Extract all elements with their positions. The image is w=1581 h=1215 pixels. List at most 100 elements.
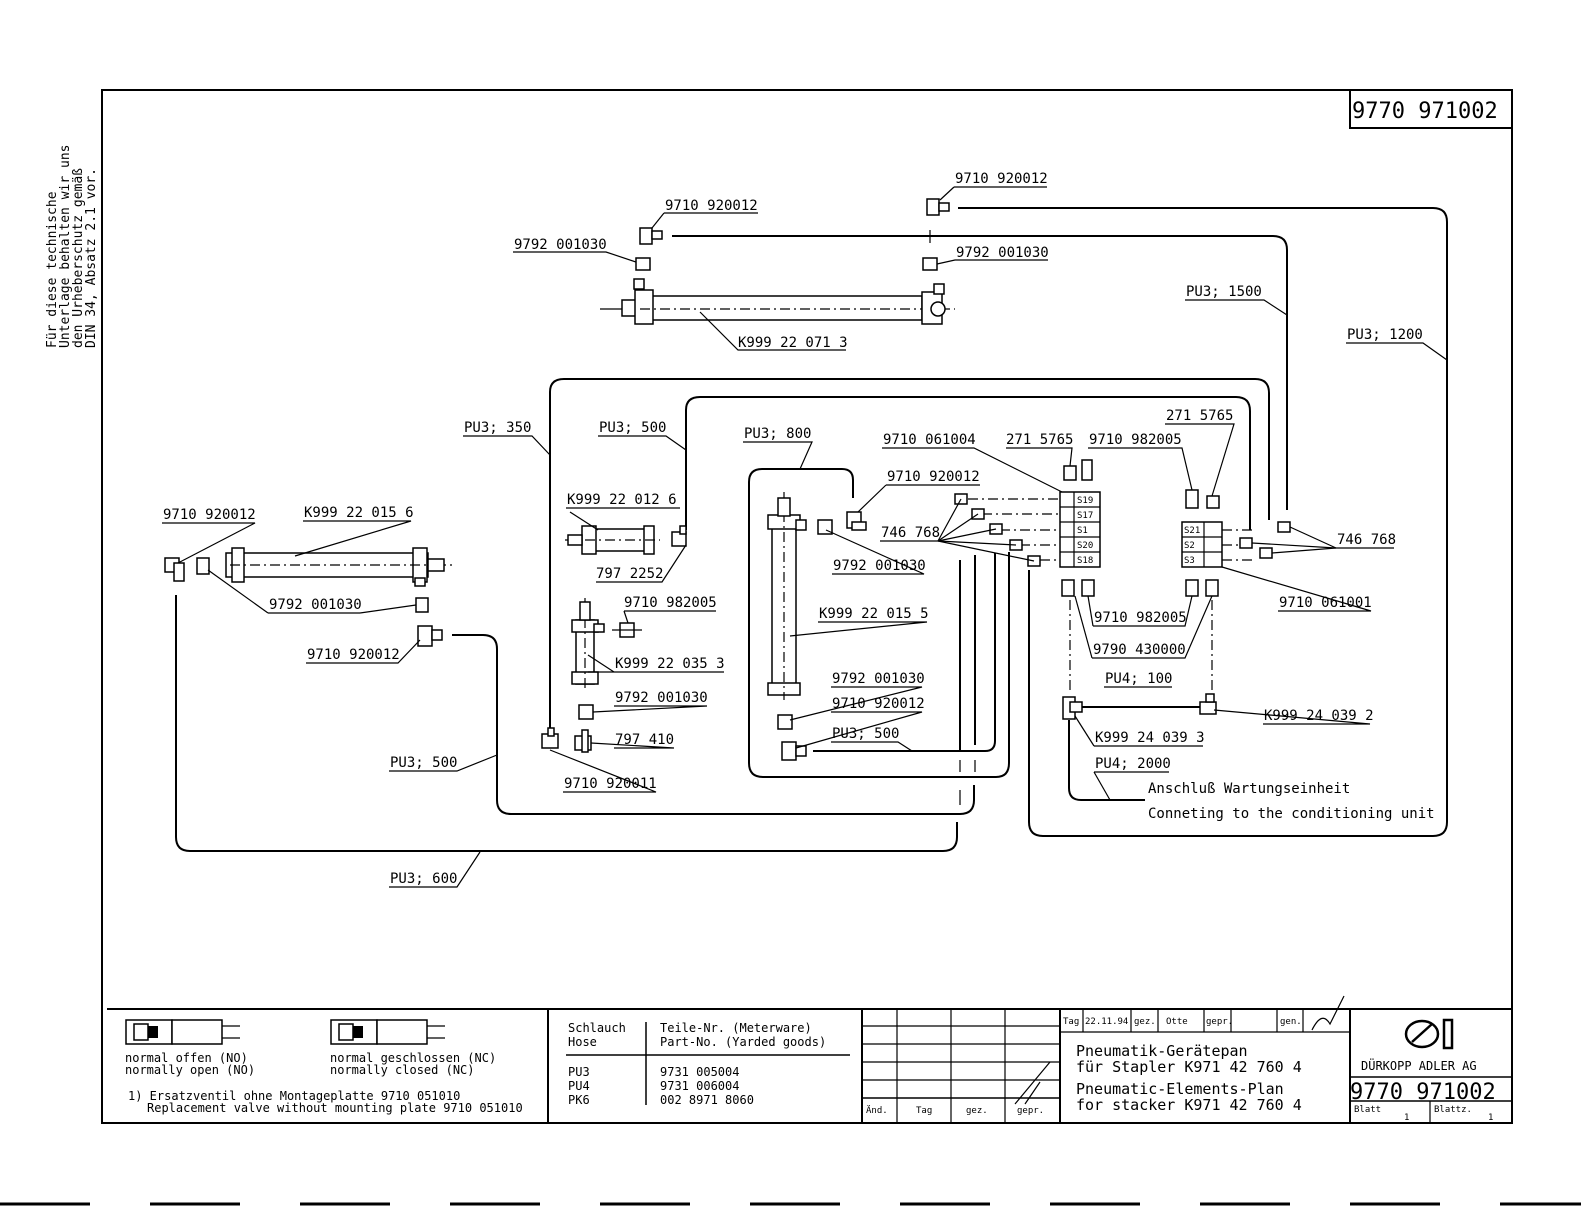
label-top-fitting-left: 9710 920012 — [665, 198, 758, 214]
cylinder-left — [225, 547, 452, 587]
label-fitting-center-low: 9710 920012 — [832, 696, 925, 712]
label-left-fitting-lower: 9710 920012 — [307, 647, 400, 663]
company-name: DÜRKOPP ADLER AG — [1361, 1057, 1477, 1073]
label-part-746768-right: 746 768 — [1337, 532, 1396, 548]
legend-note-en: Replacement valve without mounting plate… — [147, 1101, 523, 1115]
label-pu3-1500: PU3; 1500 — [1186, 284, 1262, 300]
label-silencer-center: 9792 001030 — [833, 558, 926, 574]
title-header-row — [1060, 995, 1350, 1033]
fitting-center-low — [781, 741, 807, 761]
title-de-line-1: Pneumatik-Gerätepan — [1076, 1042, 1248, 1060]
title-gez-label: gez. — [1134, 1017, 1156, 1027]
hose-row-1-part: 9731 005004 — [660, 1065, 739, 1079]
sheets-value: 1 — [1488, 1113, 1493, 1123]
title-en-line-2: for stacker K971 42 760 4 — [1076, 1096, 1302, 1114]
title-gen-label: gen. — [1280, 1017, 1302, 1027]
label-cyl-0353: K999 22 035 3 — [615, 656, 725, 672]
drawing-number-box — [1349, 89, 1513, 129]
silencer-left — [196, 557, 210, 575]
copyright-line-4: DIN 34, Absatz 2.1 vor. — [84, 168, 99, 348]
label-part-2715765-a: 271 5765 — [1006, 432, 1073, 448]
hose-row-3-part: 002 8971 8060 — [660, 1093, 754, 1107]
sheet-label: Blatt — [1354, 1105, 1381, 1115]
label-cyl-0155: K999 22 015 5 — [819, 606, 929, 622]
label-left-fitting: 9710 920012 — [163, 507, 256, 523]
label-pu3-500-a: PU3; 500 — [599, 420, 666, 436]
label-silencer-center-low: 9792 001030 — [832, 671, 925, 687]
sheet-value: 1 — [1404, 1113, 1409, 1123]
valve-block-left: S19 S17 S1 S20 S18 — [1059, 491, 1101, 568]
label-part-797410: 797 410 — [615, 732, 674, 748]
label-pu3-500-b: PU3; 500 — [390, 755, 457, 771]
title-drawn-by: Otte — [1166, 1017, 1188, 1027]
legend-nc-en: normally closed (NC) — [330, 1063, 475, 1077]
label-valve-982005-low: 9710 982005 — [1094, 610, 1187, 626]
valve-982005-mid — [612, 622, 642, 638]
silencer-left-2 — [415, 597, 429, 613]
label-pu4-2000: PU4; 2000 — [1095, 756, 1171, 772]
label-fitting-920011: 9710 920011 — [564, 776, 657, 792]
legend-no-symbol — [125, 1019, 240, 1045]
valve-s21: S21 — [1184, 526, 1200, 536]
hose-col2-en: Part-No. (Yarded goods) — [660, 1035, 826, 1049]
hose-row-2-part: 9731 006004 — [660, 1079, 739, 1093]
label-pu3-1200: PU3; 1200 — [1347, 327, 1423, 343]
legend-no-de: normal offen (NO) — [125, 1051, 248, 1065]
sheets-label: Blattz. — [1434, 1105, 1472, 1115]
hose-col2-de: Teile-Nr. (Meterware) — [660, 1021, 812, 1035]
label-conditioning-de: Anschluß Wartungseinheit — [1148, 781, 1350, 797]
revision-col-checked: gepr. — [1017, 1106, 1044, 1116]
title-tag-label: Tag — [1063, 1017, 1079, 1027]
label-valve-061004: 9710 061004 — [883, 432, 976, 448]
label-pu4-100: PU4; 100 — [1105, 671, 1172, 687]
revision-col-day: Tag — [916, 1106, 932, 1116]
label-top-silencer-left: 9792 001030 — [514, 237, 607, 253]
fitting-top-left — [639, 227, 663, 245]
drawing-number-bottom: 9770 971002 — [1350, 1080, 1496, 1105]
title-area: normal offen (NO) normally open (NO) nor… — [107, 995, 1512, 1123]
fitting-920011 — [541, 727, 559, 749]
fitting-left-lower — [417, 625, 443, 647]
label-left-cylinder: K999 22 015 6 — [304, 505, 414, 521]
part-240393 — [1062, 696, 1083, 720]
copyright-line-2: Unterlage behalten wir uns — [58, 145, 73, 349]
title-gepr-label: gepr. — [1206, 1017, 1233, 1027]
fitting-top-right — [926, 198, 950, 216]
legend-nc-de: normal geschlossen (NC) — [330, 1051, 496, 1065]
label-pu3-500-c: PU3; 500 — [832, 726, 899, 742]
valve-block-right: S21 S2 S3 — [1181, 521, 1223, 568]
silencer-top-left — [635, 257, 651, 271]
valve-s1: S1 — [1077, 526, 1088, 536]
label-part-2715765-b: 271 5765 — [1166, 408, 1233, 424]
company-logo-icon — [1404, 1018, 1454, 1050]
copyright-note: Für diese technische Unterlage behalten … — [45, 145, 99, 349]
label-valve-982005-top: 9710 982005 — [1089, 432, 1182, 448]
label-left-silencer: 9792 001030 — [269, 597, 362, 613]
title-en-line-1: Pneumatic-Elements-Plan — [1076, 1080, 1284, 1098]
title-date: 22.11.94 — [1085, 1017, 1128, 1027]
label-top-silencer-right: 9792 001030 — [956, 245, 1049, 261]
cylinder-0155 — [767, 492, 807, 700]
valve-s18: S18 — [1077, 556, 1093, 566]
label-valve-982005-mid: 9710 982005 — [624, 595, 717, 611]
hose-col1-en: Hose — [568, 1035, 597, 1049]
copyright-line-3: den Urheberschutz gemäß — [71, 168, 86, 348]
valve-797410 — [574, 729, 592, 753]
part-240392 — [1199, 693, 1217, 715]
label-top-fitting-right: 9710 920012 — [955, 171, 1048, 187]
copyright-line-1: Für diese technische — [45, 191, 60, 348]
hose-col1-de: Schlauch — [568, 1021, 626, 1035]
label-part-7972252: 797 2252 — [596, 566, 663, 582]
valve-s19: S19 — [1077, 496, 1093, 506]
label-part-746768-left: 746 768 — [881, 525, 940, 541]
valve-s20: S20 — [1077, 541, 1093, 551]
drawing-number-top: 9770 971002 — [1352, 99, 1498, 124]
label-part-240392: K999 24 039 2 — [1264, 708, 1374, 724]
label-valve-061001: 9710 061001 — [1279, 595, 1372, 611]
silencer-top-right — [922, 257, 938, 271]
title-de-line-2: für Stapler K971 42 760 4 — [1076, 1058, 1302, 1076]
revision-col-change: Änd. — [866, 1105, 888, 1116]
silencer-center-low — [777, 714, 793, 730]
hose-lines — [175, 207, 1448, 852]
